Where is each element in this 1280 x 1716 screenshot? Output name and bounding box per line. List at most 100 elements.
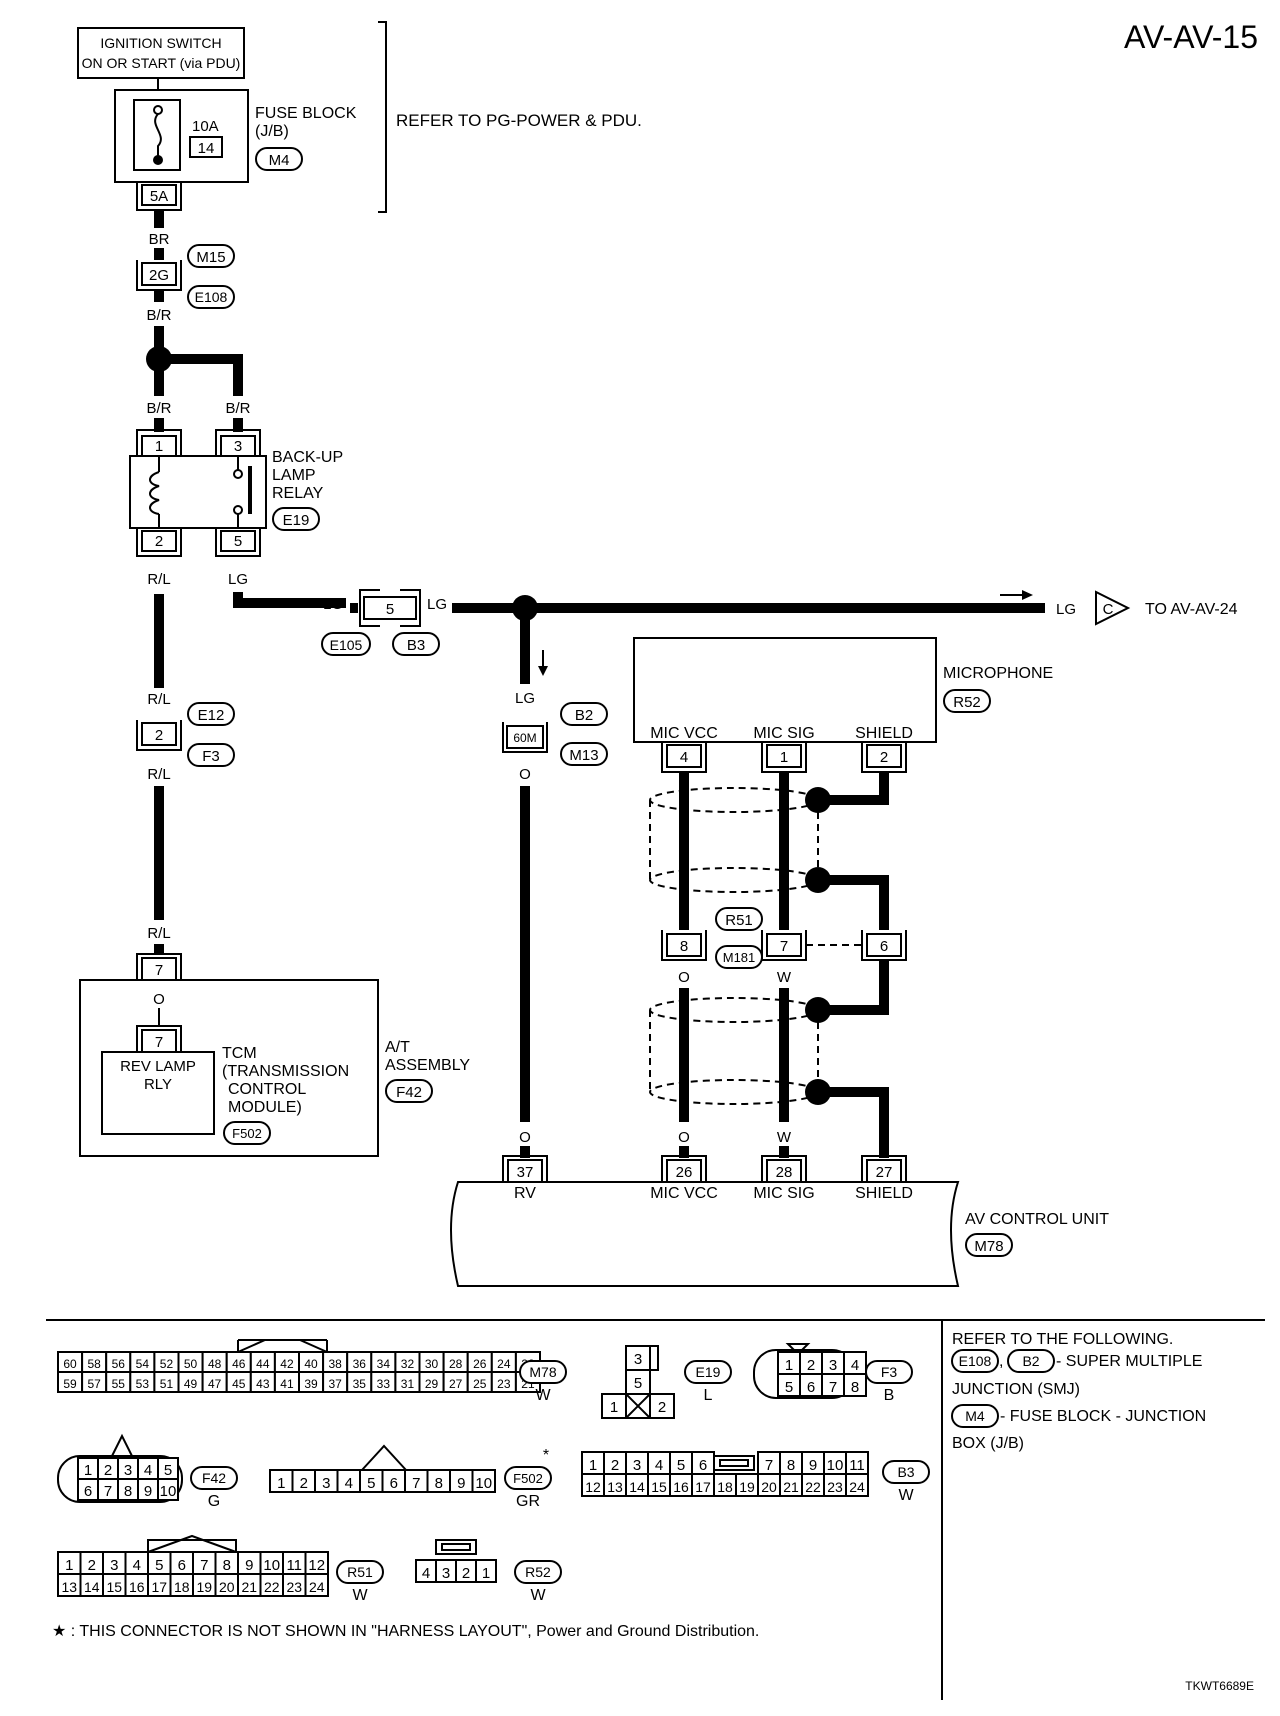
refer-line-1: REFER TO THE FOLLOWING. bbox=[952, 1331, 1173, 1348]
face-code: F502 bbox=[513, 1471, 543, 1486]
f3-top-pin: 1 bbox=[785, 1357, 793, 1374]
m78-bottom-pin: 37 bbox=[328, 1377, 342, 1391]
tcm-label-2: (TRANSMISSION bbox=[222, 1063, 349, 1080]
face-code: B3 bbox=[897, 1464, 914, 1480]
f42-bottom-pin: 9 bbox=[144, 1483, 152, 1500]
face-color: GR bbox=[516, 1493, 540, 1510]
microphone-label: MICROPHONE bbox=[943, 665, 1053, 682]
at-label-2: ASSEMBLY bbox=[385, 1057, 470, 1074]
r51-top-pin: 7 bbox=[200, 1557, 208, 1574]
r51-bottom-pin: 17 bbox=[151, 1579, 167, 1595]
conn-r51: R51 bbox=[725, 912, 753, 929]
face-code-badge bbox=[504, 1466, 552, 1490]
av-pin-37: 37 bbox=[517, 1164, 534, 1181]
refer-line-4: - FUSE BLOCK - JUNCTION bbox=[1000, 1408, 1206, 1425]
mic-pin-name-shield: SHIELD bbox=[855, 725, 913, 742]
b3-bottom-pin: 15 bbox=[651, 1479, 667, 1495]
m78-bottom-pin: 29 bbox=[425, 1377, 439, 1391]
wire-b-r-1: B/R bbox=[146, 307, 171, 324]
f42-top-pin: 5 bbox=[164, 1462, 172, 1479]
r51-bottom-pin: 24 bbox=[309, 1579, 325, 1595]
relay-coil-icon bbox=[149, 471, 160, 515]
m78-bottom-pin: 57 bbox=[87, 1377, 101, 1391]
ignition-label-1: IGNITION SWITCH bbox=[100, 35, 221, 51]
b3-bottom-pin: 16 bbox=[673, 1479, 689, 1495]
r52-pin: 4 bbox=[422, 1565, 430, 1582]
av-pin-26: 26 bbox=[676, 1164, 693, 1181]
f3-bottom-pin: 5 bbox=[785, 1379, 793, 1396]
mic-pin-name-sig: MIC SIG bbox=[753, 725, 814, 742]
b3-top-pin: 10 bbox=[827, 1457, 844, 1474]
b3-bottom-pin: 19 bbox=[739, 1479, 755, 1495]
arrow-right-icon bbox=[1022, 590, 1033, 600]
arrow-down-icon bbox=[538, 666, 548, 676]
f3-top-pin: 3 bbox=[829, 1357, 837, 1374]
ignition-label-2: ON OR START (via PDU) bbox=[82, 55, 241, 71]
m78-top-pin: 54 bbox=[136, 1357, 150, 1371]
face-code-badge bbox=[190, 1466, 238, 1490]
terminal-2g: 2G bbox=[149, 267, 169, 284]
face-code-badge bbox=[882, 1460, 930, 1484]
m78-top-pin: 44 bbox=[256, 1357, 270, 1371]
r51-top-pin: 9 bbox=[245, 1557, 253, 1574]
r51-top-pin: 10 bbox=[263, 1557, 280, 1574]
refer-code-m4: M4 bbox=[965, 1408, 985, 1424]
wire-b-r-2: B/R bbox=[146, 400, 171, 417]
face-code: R51 bbox=[347, 1564, 373, 1580]
r51-top-pin: 5 bbox=[155, 1557, 163, 1574]
r52-pin: 3 bbox=[442, 1565, 450, 1582]
b3-bottom-pin: 22 bbox=[805, 1479, 821, 1495]
e19-pin: 3 bbox=[634, 1351, 642, 1368]
r51-bottom-pin: 22 bbox=[264, 1579, 280, 1595]
relay-label-1: BACK-UP bbox=[272, 449, 343, 466]
footnote: ★ : THIS CONNECTOR IS NOT SHOWN IN "HARN… bbox=[52, 1623, 759, 1640]
r52-pin: 2 bbox=[462, 1565, 470, 1582]
link-c-text: TO AV-AV-24 bbox=[1145, 601, 1238, 618]
r51-bottom-cell bbox=[304, 1573, 329, 1597]
wire-lg-3: LG bbox=[427, 596, 447, 613]
r51-top-pin: 8 bbox=[223, 1557, 231, 1574]
f502-key bbox=[361, 1444, 407, 1471]
relay-pin-5: 5 bbox=[234, 533, 242, 550]
r51-top-pin: 6 bbox=[178, 1557, 186, 1574]
fuse-block-label-2: (J/B) bbox=[255, 123, 289, 140]
joint-pin-6: 6 bbox=[880, 938, 888, 955]
m78-bottom-pin: 39 bbox=[304, 1377, 318, 1391]
av-control-unit-box bbox=[450, 1181, 960, 1287]
m78-top-pin: 56 bbox=[112, 1357, 126, 1371]
fuse-bottom-terminal bbox=[153, 155, 163, 165]
terminal-5a: 5A bbox=[150, 188, 168, 205]
wire-lg-4: LG bbox=[1056, 601, 1076, 618]
fuse-top-terminal bbox=[153, 105, 163, 115]
f502-pin: 8 bbox=[435, 1475, 443, 1492]
m78-top-pin: 42 bbox=[280, 1357, 294, 1371]
terminal-2-e12: 2 bbox=[155, 727, 163, 744]
f502-pin: 3 bbox=[322, 1475, 330, 1492]
f42-bottom-pin: 7 bbox=[104, 1483, 112, 1500]
figure-code: TKWT6689E bbox=[1185, 1679, 1254, 1693]
r51-top-pin: 4 bbox=[133, 1557, 141, 1574]
f502-pin: 1 bbox=[277, 1475, 285, 1492]
b3-top-pin: 8 bbox=[787, 1457, 795, 1474]
f502-pin: 9 bbox=[457, 1475, 465, 1492]
m78-bottom-pin: 55 bbox=[112, 1377, 126, 1391]
mic-pin-name-vcc: MIC VCC bbox=[650, 725, 718, 742]
relay-pin-2: 2 bbox=[155, 533, 163, 550]
relay-pin-3: 3 bbox=[234, 438, 242, 455]
wire-lg-1: LG bbox=[228, 571, 248, 588]
f3-bottom-pin: 6 bbox=[807, 1379, 815, 1396]
m78-top-pin: 60 bbox=[63, 1357, 77, 1371]
b3-bottom-pin: 24 bbox=[849, 1479, 865, 1495]
conn-m78: M78 bbox=[974, 1238, 1003, 1255]
f42-top-pin: 1 bbox=[84, 1462, 92, 1479]
mic-connector-pins: 4 1 2 bbox=[661, 742, 907, 773]
m78-bottom-pin: 33 bbox=[377, 1377, 391, 1391]
m78-top-pin: 36 bbox=[353, 1357, 367, 1371]
b3-top-pin: 3 bbox=[633, 1457, 641, 1474]
rev-lamp-label-2: RLY bbox=[144, 1076, 172, 1093]
f3-top-pin: 2 bbox=[807, 1357, 815, 1374]
